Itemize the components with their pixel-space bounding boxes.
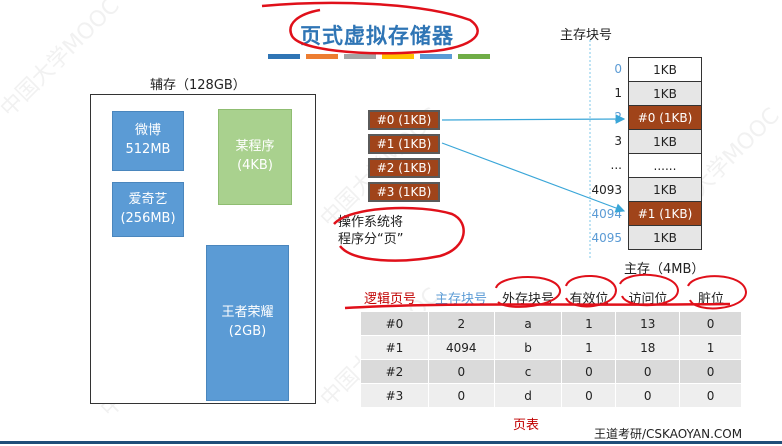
page-table-cell: a bbox=[493, 311, 563, 336]
paging-note-line: 程序分“页” bbox=[338, 232, 404, 247]
title-stripe bbox=[306, 54, 338, 59]
page-table-cell: 0 bbox=[679, 359, 742, 384]
memory-block-content: 1KB bbox=[628, 81, 702, 106]
title-stripe bbox=[344, 54, 376, 59]
program-size: 512MB bbox=[125, 142, 171, 157]
program-some: 某程序 (4KB) bbox=[218, 109, 292, 205]
page-table-header: 外存块号 bbox=[501, 292, 554, 307]
title-stripe bbox=[420, 54, 452, 59]
page-table-cell: #3 bbox=[360, 383, 429, 408]
memory-block-content: 1KB bbox=[628, 57, 702, 82]
page-table-header: 脏位 bbox=[697, 292, 724, 307]
block-number: 2 bbox=[614, 110, 622, 124]
page-table-cell: 0 bbox=[679, 311, 742, 336]
mapping-arrow bbox=[441, 142, 626, 213]
page-table-cell: 1 bbox=[561, 335, 617, 360]
block-number: 0 bbox=[614, 62, 622, 76]
memory-block-content: 1KB bbox=[628, 129, 702, 154]
page-table-header: 有效位 bbox=[569, 292, 609, 307]
program-name: 王者荣耀 bbox=[221, 305, 274, 321]
page-table-cell: 0 bbox=[679, 383, 742, 408]
page-table-cell: 0 bbox=[561, 383, 617, 408]
page-table-cell: 0 bbox=[427, 383, 495, 408]
memory-block-content: #1 (1KB) bbox=[628, 201, 702, 226]
title-stripe bbox=[268, 54, 300, 59]
memory-block: 1KB bbox=[628, 177, 702, 202]
program-name: 某程序 bbox=[235, 139, 275, 155]
page-table-cell: c bbox=[493, 359, 563, 384]
main-memory-blocks: 1KB 1KB #0 (1KB) 1KB ...... 1KB #1 (1KB)… bbox=[628, 57, 702, 250]
memory-block-content: 1KB bbox=[628, 177, 702, 202]
brand-footer: 王道考研/CSKAOYAN.COM bbox=[594, 427, 743, 441]
memory-block-content: #0 (1KB) bbox=[628, 105, 702, 130]
program-page: #2 (1KB) bbox=[368, 158, 440, 178]
program-name: 微博 bbox=[134, 123, 161, 139]
page-table-cell: #0 bbox=[360, 311, 429, 336]
block-number: 1 bbox=[614, 86, 622, 100]
paging-note: 操作系统将 程序分“页” bbox=[338, 214, 403, 248]
page-table-cell: 1 bbox=[561, 311, 617, 336]
memory-block: ...... bbox=[628, 153, 702, 178]
memory-block: 1KB bbox=[628, 81, 702, 106]
program-honor-of-kings: 王者荣耀 (2GB) bbox=[206, 245, 289, 401]
page-table-row: #1 4094 b 1 18 1 bbox=[360, 335, 742, 360]
page-table-cell: 0 bbox=[427, 359, 495, 384]
page-table-cell: 2 bbox=[427, 311, 495, 336]
page-table-cell: 18 bbox=[615, 335, 681, 360]
block-number: 4094 bbox=[591, 207, 622, 221]
page-table-row: #0 2 a 1 13 0 bbox=[360, 311, 742, 336]
program-page: #3 (1KB) bbox=[368, 182, 440, 202]
title-stripe bbox=[458, 54, 490, 59]
page-table-header: 主存块号 bbox=[434, 292, 487, 307]
block-number: 3 bbox=[614, 134, 622, 148]
page-table-cell: d bbox=[493, 383, 563, 408]
program-size: (256MB) bbox=[120, 210, 176, 226]
page-table-row: #3 0 d 0 0 0 bbox=[360, 383, 742, 408]
page-table-header: 访问位 bbox=[628, 292, 668, 307]
memory-block: 1KB bbox=[628, 225, 702, 250]
main-memory-title: 主存块号 bbox=[560, 28, 613, 43]
block-number: 4095 bbox=[591, 231, 622, 245]
memory-block-content: 1KB bbox=[628, 225, 702, 250]
page-table-cell: b bbox=[493, 335, 563, 360]
program-size: (2GB) bbox=[228, 324, 267, 339]
page-table-header: 逻辑页号 bbox=[363, 292, 416, 307]
page-table-cell: 4094 bbox=[427, 335, 495, 360]
paging-note-line: 操作系统将 bbox=[338, 215, 404, 230]
page-title: 页式虚拟存储器 bbox=[300, 24, 454, 48]
memory-block: #0 (1KB) bbox=[628, 105, 702, 130]
page-table-cell: 13 bbox=[615, 311, 681, 336]
bottom-divider bbox=[0, 441, 782, 444]
auxiliary-storage-label: 辅存（128GB） bbox=[150, 78, 246, 93]
program-page: #1 (1KB) bbox=[368, 134, 440, 154]
page-table-cell: #2 bbox=[360, 359, 429, 384]
page-table-cell: 0 bbox=[615, 383, 681, 408]
program-size: (4KB) bbox=[237, 158, 273, 173]
page-table: #0 2 a 1 13 0 #1 4094 b 1 18 1 #2 0 c 0 … bbox=[360, 311, 742, 408]
program-name: 爱奇艺 bbox=[128, 191, 168, 207]
program-iqiyi: 爱奇艺 (256MB) bbox=[112, 182, 184, 237]
memory-block: 1KB bbox=[628, 57, 702, 82]
block-number: 4093 bbox=[591, 183, 622, 197]
page-table-row: #2 0 c 0 0 0 bbox=[360, 359, 742, 384]
page-table-cell: 0 bbox=[615, 359, 681, 384]
page-table-cell: 1 bbox=[679, 335, 742, 360]
memory-block-content: ...... bbox=[628, 153, 702, 178]
title-stripe bbox=[382, 54, 414, 59]
program-weibo: 微博 512MB bbox=[112, 111, 184, 171]
memory-block: #1 (1KB) bbox=[628, 201, 702, 226]
page-table-cell: 0 bbox=[561, 359, 617, 384]
block-number: ... bbox=[610, 158, 622, 172]
page-table-caption: 页表 bbox=[513, 418, 540, 433]
page-table-cell: #1 bbox=[360, 335, 429, 360]
main-memory-footer: 主存（4MB） bbox=[624, 262, 705, 277]
memory-block: 1KB bbox=[628, 129, 702, 154]
program-page: #0 (1KB) bbox=[368, 110, 440, 130]
